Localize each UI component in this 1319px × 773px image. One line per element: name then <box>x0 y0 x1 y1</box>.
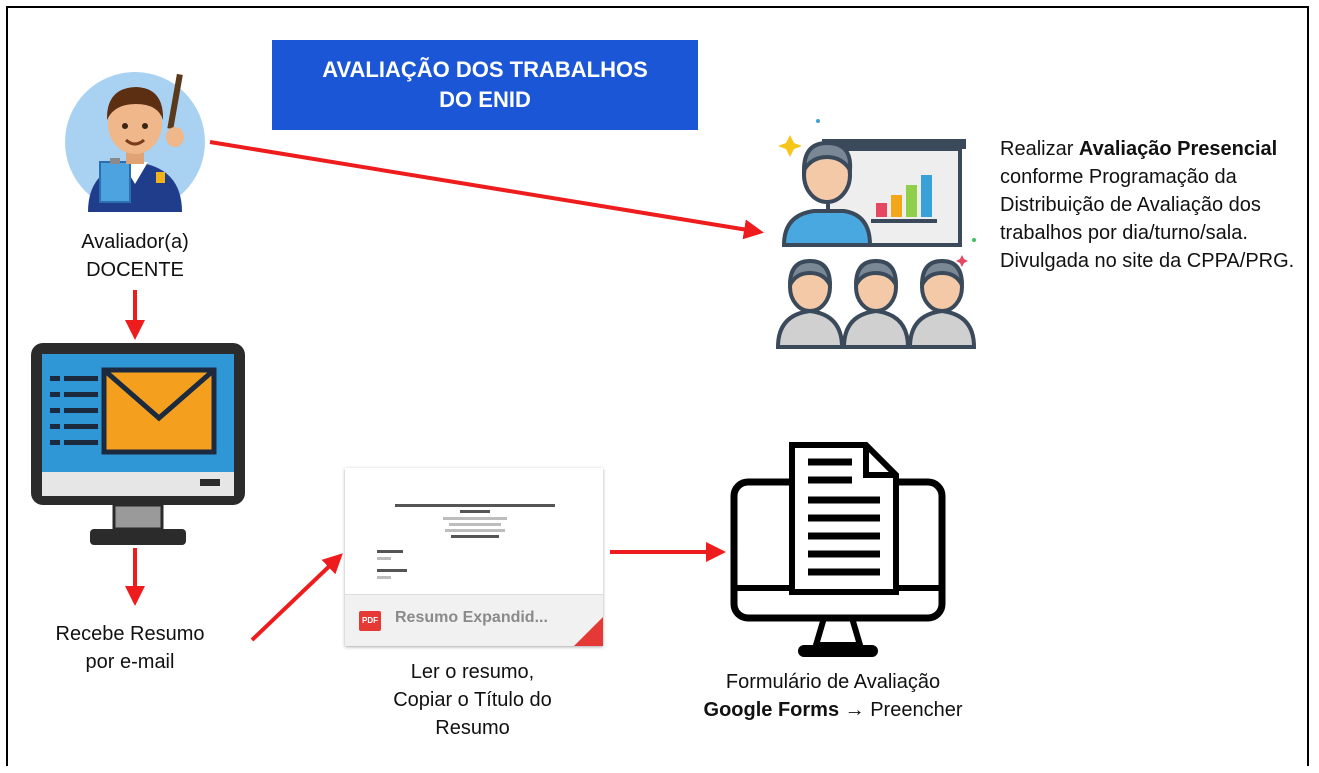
pdf-file-footer: PDF Resumo Expandid... <box>345 594 603 646</box>
presencial-post: conforme Programação da Distribuição de … <box>1000 166 1295 272</box>
pdf-icon: PDF <box>359 611 381 631</box>
arrow-receive-to-pdf <box>250 553 343 642</box>
presencial-description: Realizar Avaliação Presencial conforme P… <box>1000 135 1305 275</box>
pdf-preview-card[interactable]: PDF Resumo Expandid... <box>345 468 603 646</box>
form-label: Formulário de Avaliação Google Forms → P… <box>668 668 998 724</box>
diagram-title-line2: DO ENID <box>439 87 531 112</box>
form-label-line2: Google Forms → Preencher <box>668 696 998 724</box>
google-forms-text: Google Forms <box>703 699 840 721</box>
presencial-bold: Avaliação Presencial <box>1078 138 1278 160</box>
receive-summary-label: Recebe Resumo por e-mail <box>20 620 240 676</box>
fill-instruction-text: → Preencher <box>839 699 963 721</box>
form-label-line1: Formulário de Avaliação <box>725 671 941 693</box>
document-monitor-icon <box>730 442 946 657</box>
pdf-filename: Resumo Expandid... <box>395 609 548 626</box>
presencial-pre: Realizar <box>1000 138 1079 160</box>
pdf-page-corner <box>573 617 603 646</box>
evaluator-label: Avaliador(a) DOCENTE <box>30 228 240 284</box>
read-summary-line2: Copiar o Título do <box>393 689 552 711</box>
read-summary-line1: Ler o resumo, <box>410 661 535 683</box>
diagram-title: AVALIAÇÃO DOS TRABALHOS DO ENID <box>272 40 698 130</box>
read-summary-label: Ler o resumo, Copiar o Título do Resumo <box>350 658 595 742</box>
receive-summary-line1: Recebe Resumo <box>55 623 205 645</box>
email-monitor-icon <box>31 343 245 545</box>
evaluator-label-line1: Avaliador(a) <box>81 231 189 253</box>
teacher-avatar-icon <box>65 72 205 212</box>
read-summary-line3: Resumo <box>435 717 510 739</box>
diagram-frame <box>6 6 1309 766</box>
evaluator-label-line2: DOCENTE <box>86 259 184 281</box>
arrow-evaluator-to-presencial <box>209 140 764 240</box>
receive-summary-line2: por e-mail <box>85 651 175 673</box>
presentation-audience-icon <box>775 119 977 349</box>
diagram-title-line1: AVALIAÇÃO DOS TRABALHOS <box>322 57 648 82</box>
pdf-page-thumbnail <box>345 468 603 594</box>
